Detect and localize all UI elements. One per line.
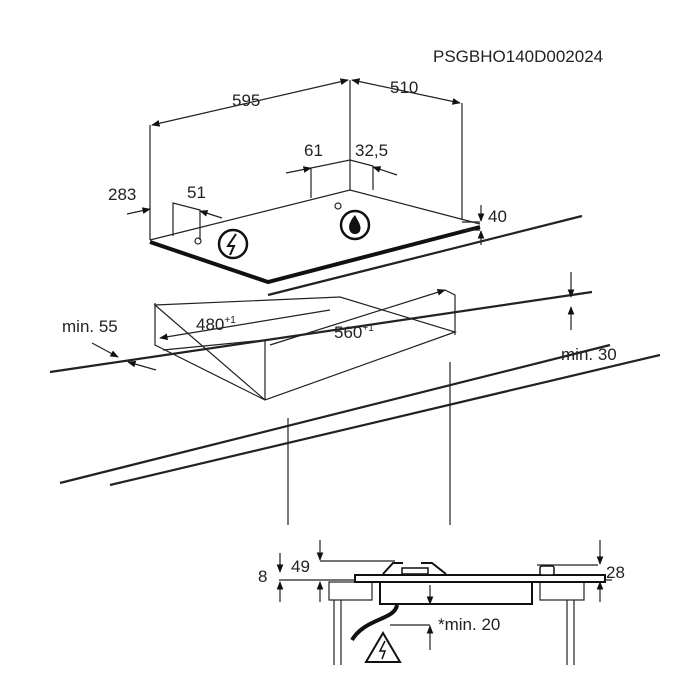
dim-min-20: *min. 20 [438, 615, 500, 634]
dim-49: 49 [291, 557, 310, 576]
dim-height-40: 40 [488, 207, 507, 226]
dim-cutout-depth: 480+1 [196, 315, 236, 334]
dim-51: 51 [187, 183, 206, 202]
dim-width: 595 [232, 91, 260, 110]
electric-connection-icon [217, 228, 249, 260]
side-section: 8 49 28 *min. 20 [258, 540, 625, 665]
hob-top: 595 510 61 32,5 283 51 40 [108, 78, 583, 297]
electric-hazard-icon [364, 631, 402, 663]
document-code: PSGBHO140D002024 [433, 47, 603, 66]
gas-connection-icon [339, 209, 371, 241]
dim-min-30: min. 30 [561, 345, 617, 364]
dim-61: 61 [304, 141, 323, 160]
dim-8: 8 [258, 567, 267, 586]
dim-28: 28 [606, 563, 625, 582]
dim-32-5: 32,5 [355, 141, 388, 160]
dim-283: 283 [108, 185, 136, 204]
countertop-cutout: 480+1 560+1 min. 55 min. 30 [49, 272, 661, 525]
dim-min-55: min. 55 [62, 317, 118, 336]
dim-cutout-width: 560+1 [334, 323, 374, 342]
dim-depth: 510 [390, 78, 418, 97]
